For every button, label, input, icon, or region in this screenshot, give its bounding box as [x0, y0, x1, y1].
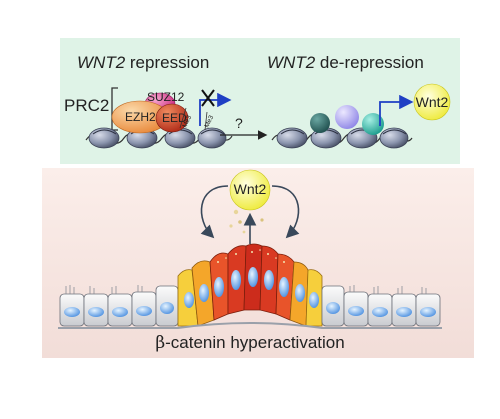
- prc2-label: PRC2: [64, 96, 109, 115]
- factor-teal: [362, 113, 384, 135]
- epithelium: [58, 243, 442, 329]
- nucleosome: [379, 127, 409, 149]
- loop-arrow-left: [200, 185, 229, 239]
- wnt2-ligand-ball: [229, 169, 271, 211]
- basement-membrane: [58, 322, 442, 329]
- title-repression-text: repression: [125, 53, 209, 72]
- nucleosome: [276, 127, 308, 149]
- block-x-icon: [201, 89, 215, 107]
- nucleosomes-right: [276, 127, 409, 149]
- wnt2-ligand-label: Wnt2: [234, 181, 267, 197]
- title-derepression-text: de-repression: [315, 53, 424, 72]
- eed-label: EED: [162, 111, 187, 125]
- active-transcription-arrow: [379, 94, 414, 126]
- nucleosome: [197, 127, 227, 149]
- beta-symbol: β: [155, 333, 165, 353]
- title-repression: WNT2 repression: [77, 53, 209, 72]
- caption-text: -catenin hyperactivation: [165, 333, 345, 352]
- suz12-label: SUZ12: [147, 90, 185, 104]
- prc2-bracket: [111, 87, 118, 131]
- secreted-particles: [229, 209, 264, 234]
- question-mark: ?: [235, 115, 243, 131]
- ezh2-label: EZH2: [125, 110, 156, 124]
- wnt2-product-label: Wnt2: [416, 94, 449, 110]
- nucleosome: [88, 127, 120, 149]
- loop-arrow-right: [271, 185, 300, 239]
- wnt2-product-ball: [413, 83, 451, 121]
- blocked-transcription-arrow: [199, 92, 232, 126]
- title-repression-gene: WNT2: [77, 53, 126, 72]
- eed-protein: [155, 103, 189, 133]
- me3-mark: Me3: [203, 114, 215, 129]
- factor-dark-teal: [310, 113, 330, 133]
- title-derepression-gene: WNT2: [267, 53, 316, 72]
- factor-lavender: [335, 105, 359, 129]
- title-derepression: WNT2 de-repression: [267, 53, 424, 72]
- bottom-caption: β-catenin hyperactivation: [155, 333, 344, 353]
- me3-mark: Me3: [181, 114, 193, 129]
